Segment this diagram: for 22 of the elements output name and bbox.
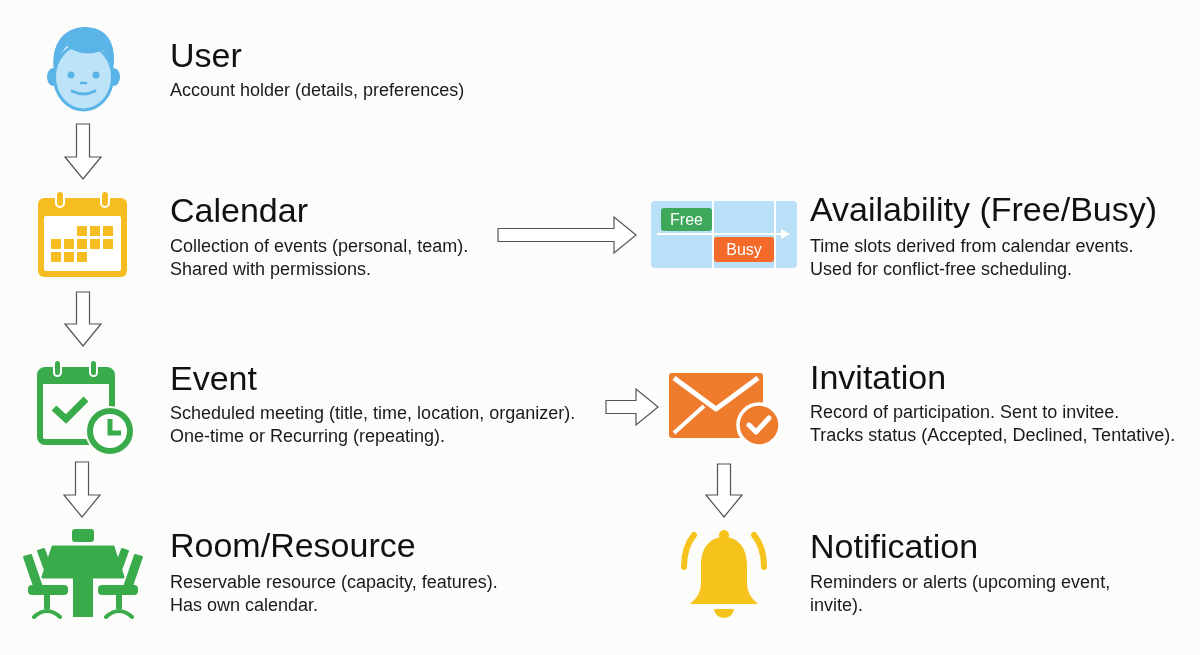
node-title: Notification	[810, 527, 979, 565]
hollow-arrow	[63, 123, 103, 180]
node-title: Calendar	[170, 191, 308, 229]
hollow-arrow	[63, 291, 103, 347]
node-title: Invitation	[810, 358, 947, 396]
hollow-arrow	[62, 461, 102, 518]
hollow-arrow	[497, 215, 637, 255]
node-title: User	[170, 36, 242, 74]
node-title: Event	[170, 359, 257, 397]
node-description: Time slots derived from calendar events. Used for conflict-free scheduling.	[810, 235, 1134, 281]
node-description: Scheduled meeting (title, time, location, organizer). One-time or Recurring (repeating).	[170, 402, 576, 448]
hollow-arrow	[605, 387, 659, 427]
node-description: Collection of events (personal, team). Shared with permissions.	[170, 234, 469, 281]
node-description: Reminders or alerts (upcoming event, invite).	[810, 571, 1111, 617]
hollow-arrow	[704, 463, 744, 518]
node-title: Room/Resource	[170, 526, 416, 564]
node-title: Availability (Free/Busy)	[810, 190, 1158, 228]
node-description: Reservable resource (capacity, features). Has own calendar.	[170, 571, 498, 617]
time-slot-tag: Free	[661, 208, 712, 231]
node-description: Account holder (details, preferences)	[170, 79, 465, 102]
time-slot-tag: Busy	[714, 237, 774, 262]
node-description: Record of participation. Sent to invitee. Tracks status (Accepted, Declined, Tentative).	[810, 401, 1176, 447]
